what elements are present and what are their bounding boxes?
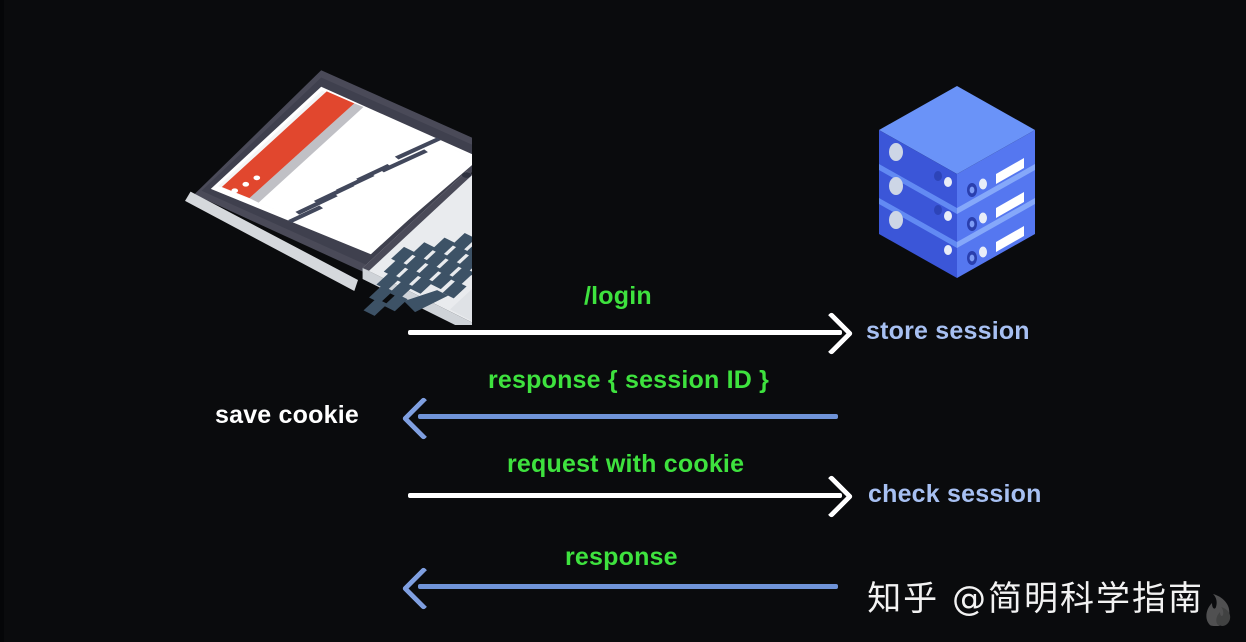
flow-message-1: /login [584, 282, 652, 310]
arrow-line-4 [418, 584, 838, 589]
server-svg [879, 86, 1035, 278]
laptop-svg [185, 70, 607, 349]
client-note-save-cookie: save cookie [215, 401, 359, 429]
arrow-line-2 [418, 414, 838, 419]
server-note-store-session: store session [866, 317, 1030, 345]
server-slots-right [967, 158, 1024, 265]
arrow-head-2 [401, 396, 446, 441]
arrow-head-4 [401, 566, 446, 611]
flow-message-3: request with cookie [507, 450, 745, 478]
arrow-head-3 [809, 474, 854, 519]
arrow-line-1 [408, 330, 842, 335]
server-note-check-session: check session [868, 480, 1042, 508]
watermark-text: 知乎 @简明科学指南 [867, 579, 1204, 619]
arrow-line-3 [408, 493, 842, 498]
browser-text-lines [288, 137, 441, 223]
flow-message-4: response [565, 543, 678, 571]
arrow-head-1 [809, 311, 854, 356]
server-indicator-lights-left [889, 143, 952, 255]
laptop-client-illustration [182, 55, 607, 349]
server-rack-illustration [862, 78, 1052, 298]
flow-message-2: response { session ID } [488, 366, 770, 394]
browser-window [221, 91, 478, 251]
zhihu-flame-logo-icon [1198, 591, 1238, 636]
